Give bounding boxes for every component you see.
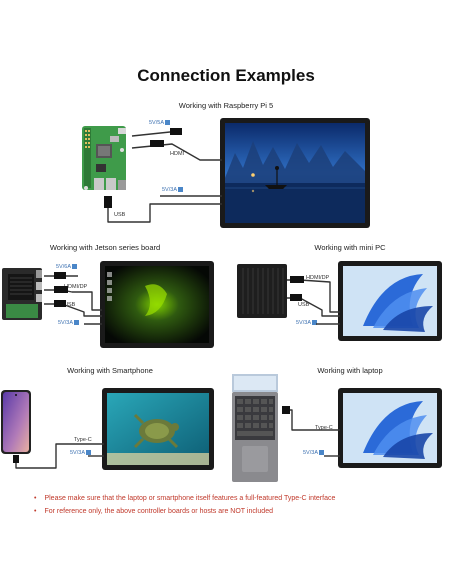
rpi-usb-label: USB <box>114 212 126 218</box>
phone-display-power-label: 5V/3A <box>70 450 91 456</box>
section-title-raspberry-pi: Working with Raspberry Pi 5 <box>178 101 274 110</box>
mini-pc <box>237 264 287 318</box>
smartphone <box>0 389 32 455</box>
section-title-smartphone: Working with Smartphone <box>67 366 153 375</box>
raspberry-pi-display <box>220 118 370 228</box>
power-icon <box>164 120 170 125</box>
power-connector <box>170 128 182 135</box>
phone-typec-label: Type-C <box>74 437 92 443</box>
note-item: For reference only, the above controller… <box>34 505 434 518</box>
usb-connector <box>54 300 66 307</box>
display-screen-nvidia <box>105 266 209 343</box>
section-title-jetson: Working with Jetson series board <box>49 243 161 252</box>
mini-pc-hdmi-dp-label: HDMI/DP <box>306 275 330 281</box>
power-icon <box>311 320 317 325</box>
jetson-board <box>2 266 44 322</box>
usb-connector <box>290 294 302 301</box>
mini-pc-display-power-label: 5V/3A <box>296 320 317 326</box>
hdmi-connector <box>150 140 164 147</box>
laptop-display-power-label: 5V/3A <box>303 450 324 456</box>
section-title-laptop: Working with laptop <box>317 366 383 375</box>
power-icon <box>73 320 79 325</box>
jetson-usb-label: USB <box>64 302 76 308</box>
power-connector <box>54 272 66 279</box>
display-screen-landscape <box>225 123 365 223</box>
hdmi-connector <box>54 286 68 293</box>
display-screen-turtle <box>107 393 209 465</box>
rpi-usb-cable <box>107 196 222 223</box>
hdmi-connector <box>290 276 304 283</box>
display-screen-windows <box>343 393 437 463</box>
display-screen-windows <box>343 266 437 336</box>
jetson-hdmi-dp-label: HDMI/DP <box>64 284 88 290</box>
power-icon <box>71 264 77 269</box>
mini-pc-display <box>338 261 442 341</box>
page-title: Connection Examples <box>137 66 315 85</box>
mini-pc-usb-label: USB <box>298 302 310 308</box>
smartphone-display <box>102 388 214 470</box>
jetson-display-power-label: 5V/3A <box>58 320 79 326</box>
note-item: Please make sure that the laptop or smar… <box>34 492 434 505</box>
raspberry-pi-board <box>80 122 132 196</box>
power-icon <box>318 450 324 455</box>
laptop-typec-cable <box>282 409 340 431</box>
usb-connector <box>104 196 112 208</box>
notes-list: Please make sure that the laptop or smar… <box>34 492 434 518</box>
jetson-power-label: 5V/6A <box>56 264 77 270</box>
typec-connector <box>282 406 290 414</box>
laptop-typec-label: Type-C <box>315 425 333 431</box>
hdmi-label: HDMI <box>170 151 185 157</box>
typec-connector <box>13 455 19 463</box>
laptop <box>230 374 282 482</box>
power-icon <box>85 450 91 455</box>
jetson-hdmi-cable <box>44 289 102 311</box>
power-icon <box>177 187 183 192</box>
section-title-mini-pc: Working with mini PC <box>314 243 386 252</box>
laptop-display <box>338 388 442 468</box>
rpi-power-label: 5V/5A <box>149 120 170 126</box>
rpi-display-power-label: 5V/3A <box>162 187 183 193</box>
phone-typec-cable <box>15 443 104 469</box>
rpi-hdmi-cable <box>131 143 222 161</box>
jetson-display <box>100 261 214 348</box>
